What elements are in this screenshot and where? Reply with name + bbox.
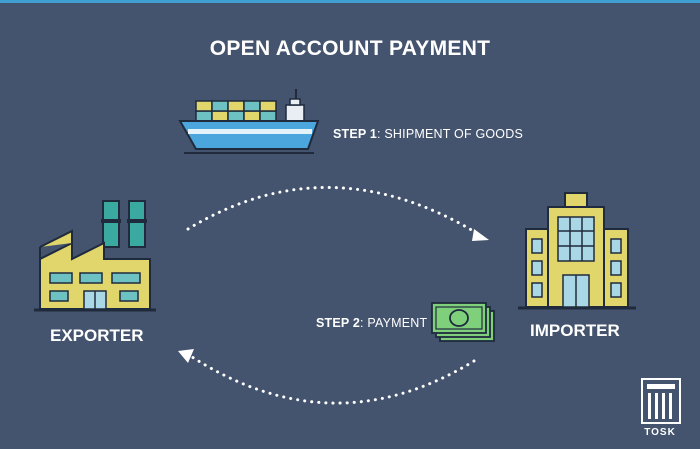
- step1-number: STEP 1: [333, 127, 378, 141]
- diagram-title: OPEN ACCOUNT PAYMENT: [209, 37, 491, 60]
- office-building-icon: [518, 192, 636, 310]
- diagram-graphics: [34, 89, 681, 424]
- step2-number: STEP 2: [316, 316, 361, 330]
- step1-text: : SHIPMENT OF GOODS: [377, 127, 523, 141]
- step2-text: : PAYMENT: [360, 316, 428, 330]
- tosk-logo-icon: [641, 378, 681, 424]
- step1-label: STEP 1: SHIPMENT OF GOODS: [333, 127, 523, 141]
- logo-text: TOSK: [644, 427, 676, 438]
- cash-bills-icon: [431, 302, 495, 342]
- importer-label: IMPORTER: [530, 321, 620, 340]
- exporter-label: EXPORTER: [50, 326, 144, 345]
- factory-icon: [34, 200, 156, 312]
- cargo-ship-icon: [178, 89, 320, 154]
- shipment-flow-arrow: [186, 185, 489, 241]
- step2-label: STEP 2: PAYMENT: [316, 316, 427, 330]
- payment-flow-arrow: [178, 349, 476, 405]
